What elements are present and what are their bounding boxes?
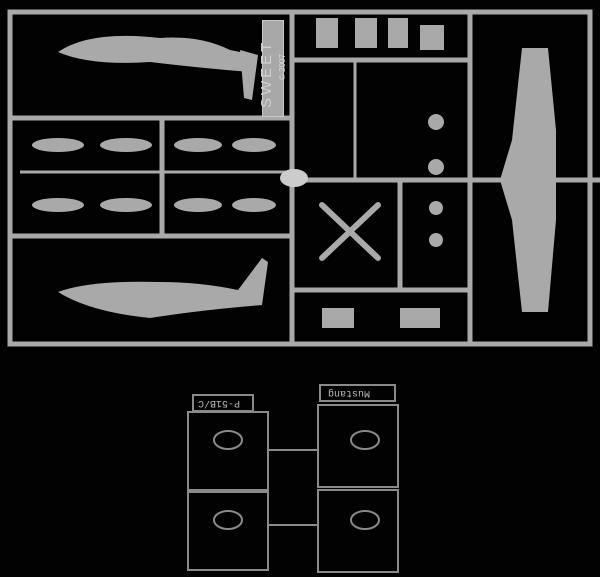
clear-tag-name: Mustang (328, 387, 371, 398)
brand-plate (262, 20, 284, 117)
year-label: © 2007 (278, 54, 287, 80)
small-parts (32, 18, 444, 328)
wing-part (500, 48, 556, 312)
clear-sprue (187, 384, 399, 573)
gray-sprue (7, 9, 600, 347)
brand-label: SWEET (258, 39, 275, 108)
fuselage-parts (58, 35, 268, 318)
clear-tag-model: P-51B/C (198, 397, 241, 408)
